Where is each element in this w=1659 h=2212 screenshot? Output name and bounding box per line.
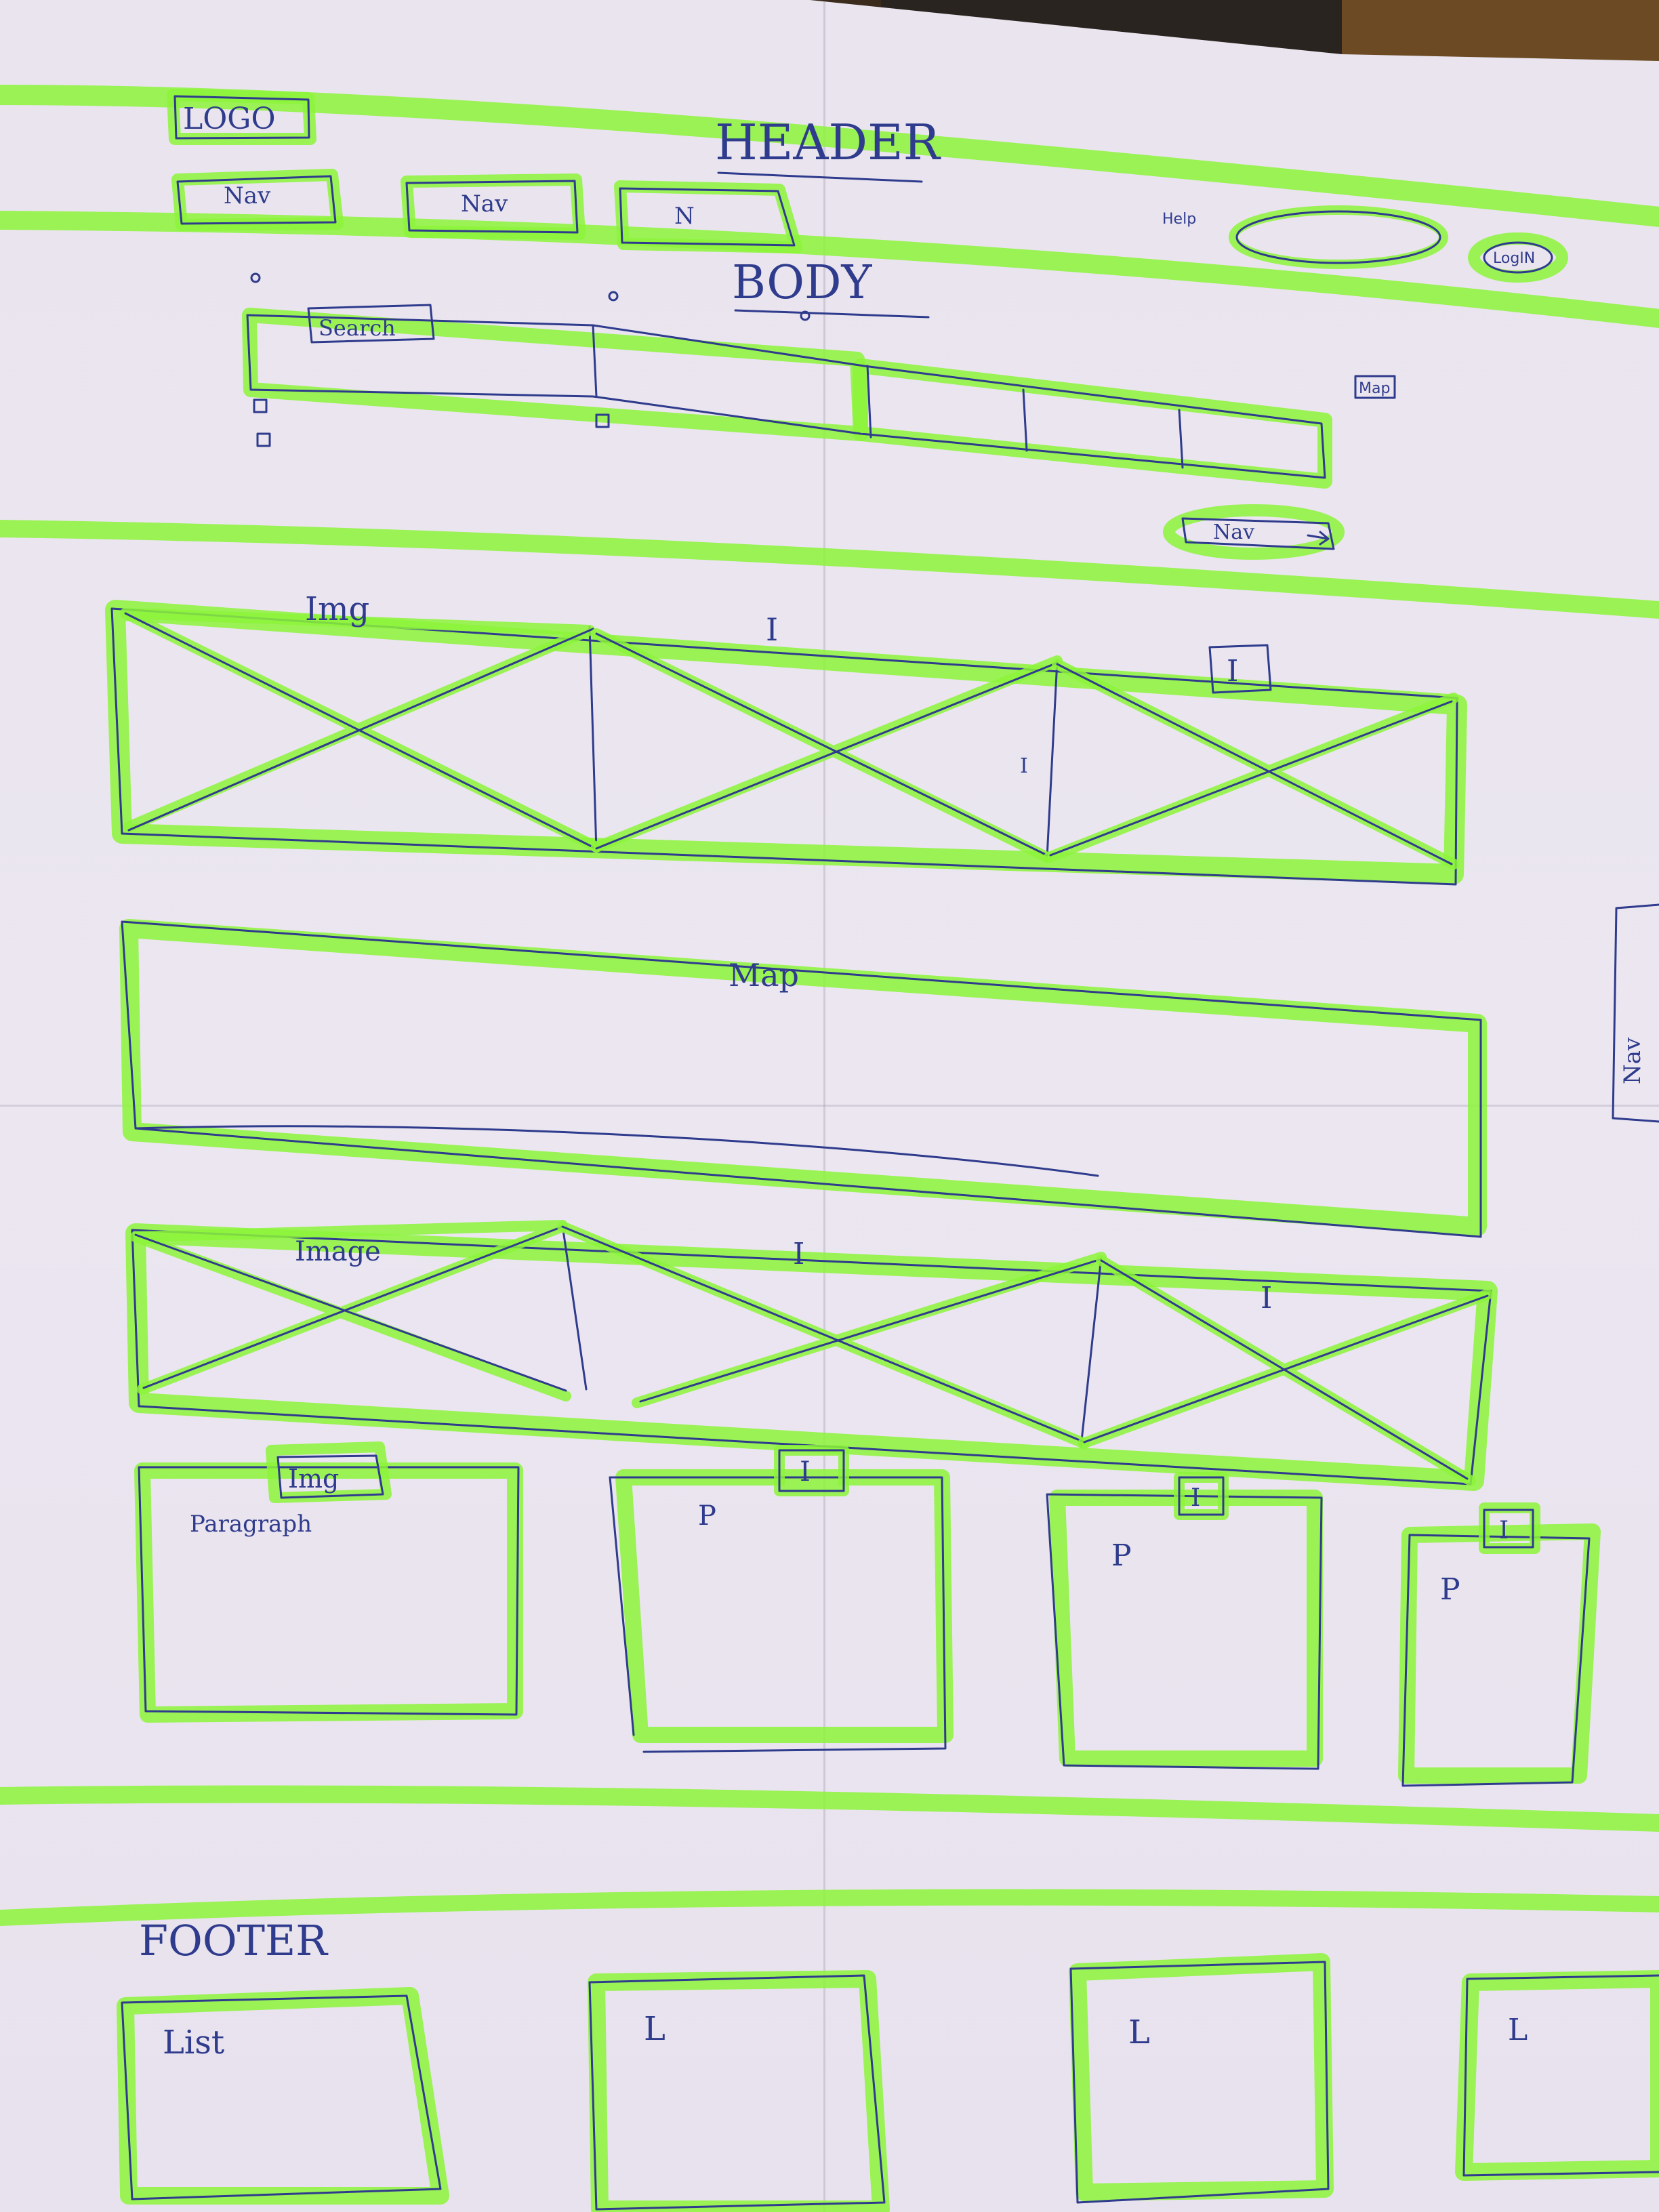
footer-list-2-label: L [644, 2010, 665, 2048]
image-placeholder-1: Img [120, 590, 602, 853]
footer-list-2: L [588, 1970, 890, 2212]
login-button-label: LogIN [1493, 250, 1535, 267]
card-4: I P [1398, 1502, 1601, 1787]
help-link[interactable]: Help [1162, 211, 1196, 228]
image-placeholder-5: I [557, 1221, 1107, 1449]
checkbox-1[interactable] [253, 398, 268, 413]
nav-next-button[interactable]: Nav [1163, 504, 1345, 560]
image-badge-label: I [1227, 654, 1238, 689]
map-small-label: Map [1359, 380, 1390, 397]
footer-list-3-label: L [1128, 2013, 1150, 2051]
footer-list-4-label: L [1508, 2013, 1528, 2047]
image-row-1: Img I I I [105, 590, 1467, 886]
footer-list-1-label: List [163, 2024, 224, 2062]
nav-tab-2-label: Nav [461, 190, 508, 218]
card-3-image-label: I [1191, 1484, 1200, 1512]
image-placeholder-2: I [591, 611, 1063, 863]
image-1-label: Img [305, 590, 369, 628]
footer-list-4: L [1455, 1970, 1659, 2181]
footer-title-text: FOOTER [139, 1916, 329, 1965]
nav-tab-1-label: Nav [224, 182, 271, 209]
paper-fold-horizontal [0, 1105, 1659, 1107]
filter-bar [242, 308, 1332, 489]
image-3-label: I [1020, 754, 1028, 778]
radio-3[interactable] [800, 310, 811, 321]
footer-list-3: L [1069, 1953, 1334, 2204]
card-2-image-label: I [800, 1456, 811, 1488]
map-section: Map [119, 919, 1487, 1238]
image-6-label: I [1261, 1281, 1272, 1315]
map-label: Map [729, 957, 799, 994]
card-4-text: P [1440, 1572, 1460, 1607]
card-1: Img Paragraph [134, 1441, 523, 1723]
card-3: I P [1046, 1472, 1323, 1770]
image-5-label: I [793, 1237, 804, 1271]
image-row-2: Image I I [125, 1220, 1498, 1491]
nav-tab-3[interactable]: N [614, 180, 802, 253]
side-nav-tab[interactable]: Nav [1612, 903, 1659, 1123]
logo-box: LOGO [167, 89, 316, 145]
header-title: HEADER [715, 114, 941, 183]
body-bottom-divider-highlight [0, 1785, 1659, 1832]
checkbox-2[interactable] [256, 432, 271, 447]
nav-tab-2[interactable]: Nav [401, 173, 586, 240]
body-top-divider-highlight [0, 520, 1659, 619]
image-placeholder-6: I [1078, 1255, 1493, 1486]
nav-next-label: Nav [1213, 520, 1254, 544]
radio-1[interactable] [250, 272, 261, 283]
header-section: LOGO HEADER Nav Nav N Help [0, 85, 1659, 328]
radio-2[interactable] [608, 291, 619, 302]
image-icon-badge: I [1208, 644, 1272, 694]
logo-text: LOGO [183, 102, 276, 136]
side-nav-label: Nav [1619, 1037, 1646, 1084]
map-small-button[interactable]: Map [1354, 375, 1396, 399]
image-2-label: I [766, 611, 778, 648]
nav-tab-1[interactable]: Nav [171, 169, 344, 231]
search-button[interactable]: Search [307, 304, 435, 344]
card-2: I P [609, 1445, 954, 1753]
footer-list-1: List [117, 1987, 449, 2205]
card-2-text: P [698, 1500, 716, 1532]
card-4-image-label: I [1499, 1517, 1509, 1544]
image-placeholder-3: I [1020, 659, 1459, 869]
search-button-label: Search [319, 315, 396, 341]
body-top-section: BODY Search Map Nav [0, 256, 1659, 619]
header-search-input[interactable] [1229, 205, 1448, 269]
nav-tab-3-label: N [674, 203, 695, 230]
card-1-text: Paragraph [190, 1511, 312, 1538]
checkbox-3[interactable] [595, 413, 610, 428]
card-1-image-label: Img [288, 1464, 339, 1494]
header-title-text: HEADER [715, 114, 941, 171]
login-button[interactable]: LogIN [1468, 232, 1568, 283]
card-3-text: P [1111, 1538, 1132, 1573]
paper-fold-vertical [823, 0, 825, 2212]
image-placeholder-4: Image [130, 1220, 571, 1401]
footer-top-highlight [0, 1889, 1659, 1926]
footer-section: FOOTER List L L L [0, 1889, 1659, 2212]
image-4-label: Image [295, 1236, 381, 1267]
body-title-text: BODY [732, 256, 873, 310]
